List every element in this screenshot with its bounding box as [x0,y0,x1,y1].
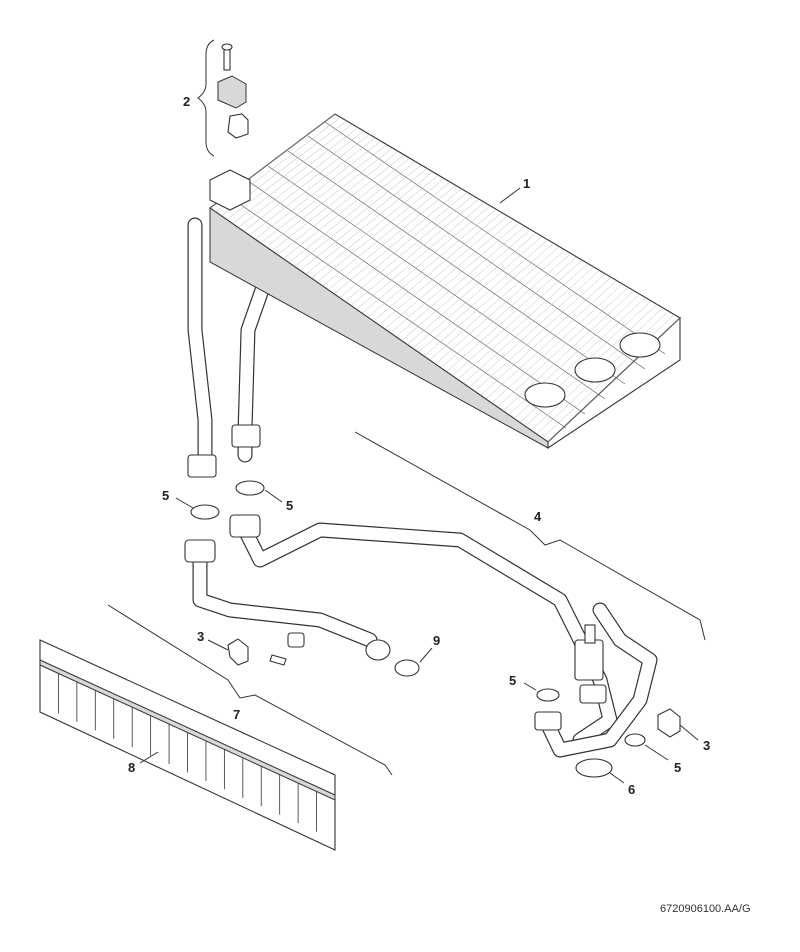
reference-code: 6720906100.AA/G [660,903,751,915]
fin [418,239,548,353]
fin [401,229,531,341]
fin [452,260,583,376]
fixing-kit [197,39,249,157]
fin [238,130,364,228]
fin [322,181,451,287]
fin [497,287,629,408]
callout-5-lower-right: 5 [674,760,681,775]
fin [232,127,359,224]
fin [435,249,566,365]
screw-head [221,43,233,51]
fin [361,205,491,314]
screw [223,47,231,71]
callout-4: 4 [534,509,542,524]
fin [480,277,612,396]
connector-left [187,454,217,478]
heat-exchanger [187,113,681,478]
callout-5-upper-left: 5 [162,488,169,503]
fin [474,273,606,392]
fin [485,280,617,400]
callout-1: 1 [523,176,530,191]
fin [356,202,485,310]
fin [243,134,370,232]
fin [277,154,405,255]
fin [395,226,525,337]
fin [294,164,422,267]
cover-strip [39,639,336,851]
fin [260,144,387,244]
fin [300,168,428,271]
fin [305,171,433,275]
fin [547,317,681,443]
fin [367,209,497,318]
fin [316,178,445,283]
fin [384,219,514,330]
fin [446,256,577,372]
callout-5-lower-left: 5 [509,673,516,688]
fin [390,222,520,333]
callout-3-right: 3 [703,738,710,753]
callout-9: 9 [433,633,440,648]
fin [345,195,474,302]
fin [311,175,439,279]
callout-6: 6 [628,782,635,797]
fin [226,124,353,220]
clip [227,113,249,139]
fin [271,151,399,252]
fin [266,147,393,248]
fin [333,188,462,294]
fin [350,198,479,306]
callout-7: 7 [233,707,240,722]
fin [491,283,623,404]
bracket [217,75,247,109]
fin [440,253,571,369]
fin [468,270,600,388]
callout-8: 8 [128,760,135,775]
connector-right [231,424,261,448]
flow-pipe-assembly [184,539,391,666]
fin [378,215,508,326]
return-pipe-assembly [229,514,658,758]
fin [423,243,554,357]
fin [407,232,537,345]
fin [412,236,543,349]
fin [502,290,635,411]
fin [339,192,468,298]
fin [328,185,456,291]
callout-5-upper-right: 5 [286,498,293,513]
fin [283,158,410,259]
brace [197,39,215,157]
fin [254,141,382,240]
callout-3-left: 3 [197,629,204,644]
fin [429,246,560,361]
callout-2: 2 [183,94,190,109]
fin [373,212,502,322]
fin [288,161,416,263]
fin [463,266,594,384]
fin [457,263,589,380]
fin [249,137,376,236]
